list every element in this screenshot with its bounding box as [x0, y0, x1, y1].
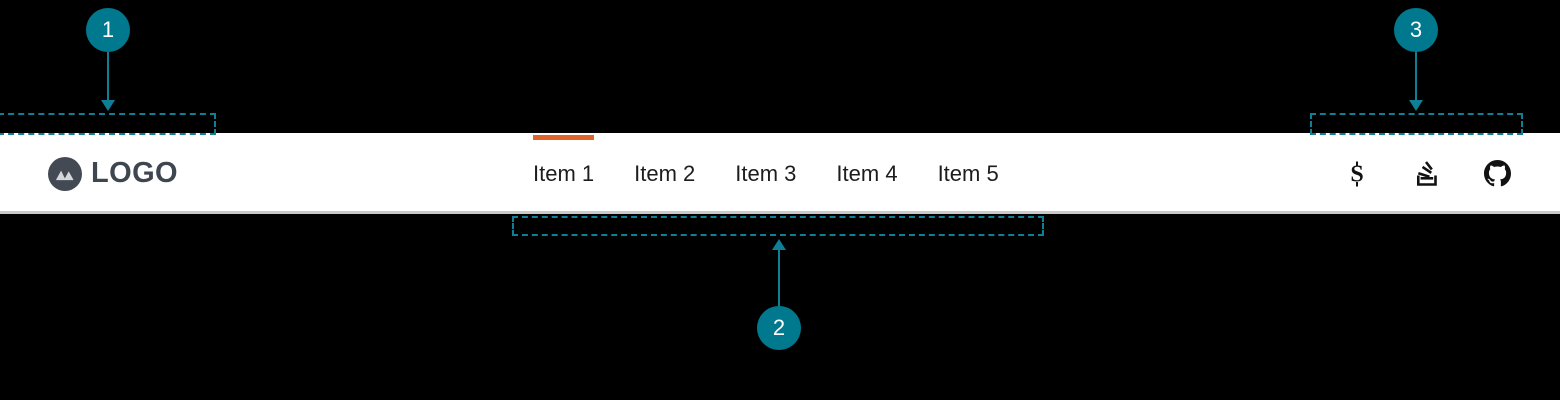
leader-line-2: [778, 249, 780, 307]
annotation-marker-2: 2: [757, 306, 801, 350]
highlight-box-brand: [0, 113, 216, 135]
leader-arrow-2: [772, 239, 786, 250]
nav-item-2[interactable]: Item 2: [634, 160, 696, 186]
leader-arrow-3: [1409, 100, 1423, 111]
nav-item-4[interactable]: Item 4: [836, 160, 898, 186]
nav-item-1[interactable]: Item 1: [513, 133, 614, 214]
leader-arrow-1: [101, 100, 115, 111]
annotation-marker-3: 3: [1394, 8, 1438, 52]
skype-icon[interactable]: S: [1342, 159, 1372, 189]
github-icon[interactable]: [1482, 159, 1512, 189]
annotation-marker-1: 1: [86, 8, 130, 52]
brand-logo[interactable]: LOGO: [48, 133, 178, 214]
nav-item-3[interactable]: Item 3: [735, 160, 797, 186]
highlight-box-nav-items: [512, 216, 1044, 236]
leader-line-3: [1415, 52, 1417, 103]
stack-overflow-icon[interactable]: [1412, 159, 1442, 189]
social-links: S: [1342, 133, 1512, 214]
svg-text:S: S: [1350, 161, 1363, 187]
nav-items: Item 1 Item 2 Item 3 Item 4 Item 5: [513, 133, 1019, 214]
navbar: LOGO Item 1 Item 2 Item 3 Item 4 Item 5 …: [0, 133, 1560, 214]
highlight-box-social: [1310, 113, 1523, 135]
leader-line-1: [107, 52, 109, 103]
mountain-logo-icon: [48, 156, 82, 191]
brand-label: LOGO: [91, 157, 178, 189]
nav-item-5[interactable]: Item 5: [937, 160, 999, 186]
